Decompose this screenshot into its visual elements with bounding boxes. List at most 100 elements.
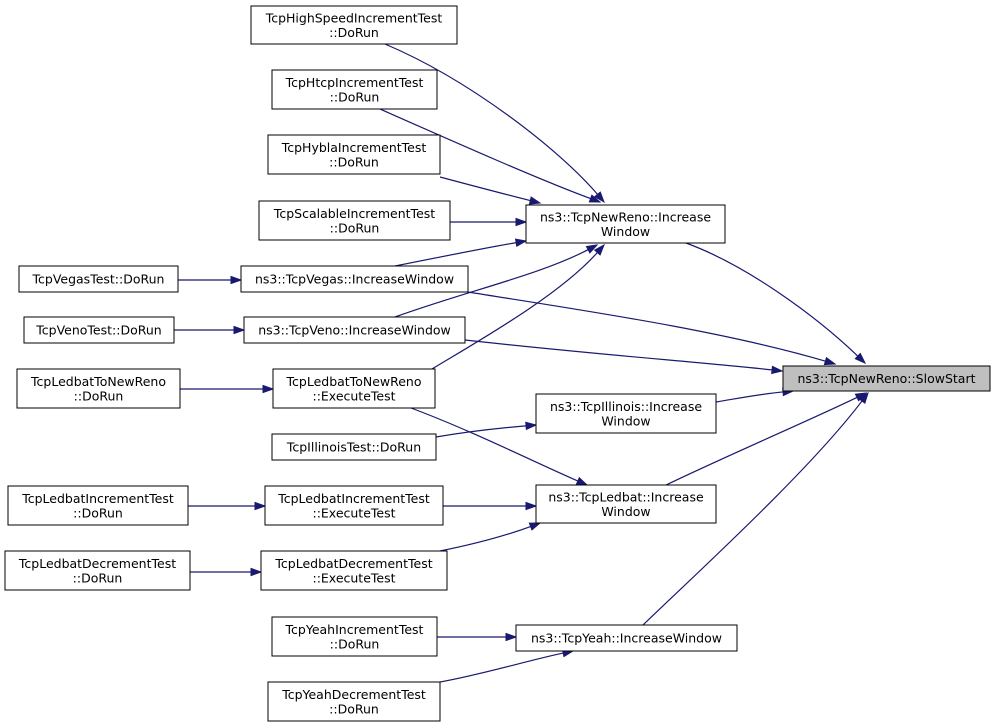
node-ledbat-dec-ex[interactable]: TcpLedbatDecrementTest::ExecuteTest: [260, 550, 448, 591]
nodes-layer: ns3::TcpNewReno::SlowStart ns3::TcpNewRen…: [4, 5, 991, 722]
node-label: TcpScalableIncrementTest: [273, 206, 435, 221]
node-veno-inc[interactable]: ns3::TcpVeno::IncreaseWindow: [243, 316, 466, 344]
edge-veno_inc-to-slowstart: [464, 339, 784, 375]
arrowhead-icon: [528, 522, 542, 531]
node-label: TcpYeahDecrementTest: [281, 687, 426, 702]
node-box: [782, 365, 991, 392]
node-slowstart: ns3::TcpNewReno::SlowStart: [782, 365, 991, 392]
edge-illinois_run-to-illinois_inc: [435, 421, 538, 438]
arrowhead-icon: [585, 244, 599, 254]
node-newreno-inc[interactable]: ns3::TcpNewReno::IncreaseWindow: [525, 204, 726, 244]
edge-line: [410, 407, 579, 482]
node-label: ::DoRun: [330, 220, 380, 235]
node-illinois-run[interactable]: TcpIllinoisTest::DoRun: [271, 433, 437, 461]
edge-line: [435, 425, 528, 438]
node-box: [4, 550, 191, 591]
node-label: ::DoRun: [330, 89, 380, 104]
edge-line: [685, 242, 859, 358]
edge-newreno_inc-to-slowstart: [685, 242, 867, 365]
arrowhead-icon: [515, 217, 528, 227]
edge-ledbat_newreno_run-to-ledbat_newreno_ex: [180, 384, 275, 394]
edge-ledbat_dec_run-to-ledbat_dec_ex: [189, 567, 263, 577]
edge-hybla_run-to-newreno_inc: [439, 176, 542, 205]
edge-veno_inc-to-newreno_inc: [394, 244, 599, 318]
node-box: [271, 69, 438, 110]
node-box: [272, 368, 436, 409]
edge-yeah_inc-to-slowstart: [642, 391, 869, 626]
arrowhead-icon: [593, 243, 605, 256]
node-box: [243, 316, 466, 344]
node-label: ns3::TcpNewReno::Increase: [540, 209, 711, 224]
node-box: [267, 681, 441, 722]
edge-line: [439, 652, 565, 683]
edge-ledbat_newreno_ex-to-newreno_inc: [431, 243, 605, 370]
edge-line: [467, 291, 827, 363]
node-box: [535, 393, 717, 434]
node-label: ::DoRun: [73, 570, 123, 585]
node-scalable-run[interactable]: TcpScalableIncrementTest::DoRun: [258, 200, 451, 241]
arrowhead-icon: [593, 191, 605, 204]
edge-highspeed_run-to-newreno_inc: [384, 43, 605, 204]
node-ledbat-newreno-run[interactable]: TcpLedbatToNewReno::DoRun: [16, 368, 181, 409]
node-label: ns3::TcpLedbat::Increase: [548, 489, 704, 504]
edges-layer: [174, 43, 869, 683]
node-box: [271, 433, 437, 461]
node-box: [18, 265, 179, 293]
node-box: [271, 616, 438, 657]
edge-line: [665, 396, 859, 486]
node-illinois-inc[interactable]: ns3::TcpIllinois::IncreaseWindow: [535, 393, 717, 434]
node-vegas-run[interactable]: TcpVegasTest::DoRun: [18, 265, 179, 293]
edge-ledbat_inc_run-to-ledbat_inc_ex: [188, 501, 267, 511]
node-ledbat-newreno-ex[interactable]: TcpLedbatToNewReno::ExecuteTest: [272, 368, 436, 409]
node-yeah-inc[interactable]: ns3::TcpYeah::IncreaseWindow: [515, 624, 738, 652]
node-yeah-inc-run[interactable]: TcpYeahIncrementTest::DoRun: [271, 616, 438, 657]
edge-yeah_dec_run-to-yeah_inc: [439, 648, 575, 683]
edge-line: [439, 525, 532, 552]
node-ledbat-inc-run[interactable]: TcpLedbatIncrementTest::DoRun: [7, 485, 189, 526]
node-label: Window: [601, 224, 650, 239]
node-hybla-run[interactable]: TcpHyblaIncrementTest::DoRun: [267, 134, 441, 175]
arrowhead-icon: [858, 391, 869, 404]
node-veno-run[interactable]: TcpVenoTest::DoRun: [23, 316, 175, 344]
node-label: TcpVegasTest::DoRun: [32, 272, 165, 287]
node-vegas-inc[interactable]: ns3::TcpVegas::IncreaseWindow: [240, 265, 469, 293]
node-label: ns3::TcpNewReno::SlowStart: [797, 371, 975, 386]
edge-htcp_run-to-newreno_inc: [379, 108, 602, 203]
node-box: [23, 316, 175, 344]
edge-veno_run-to-veno_inc: [174, 325, 246, 335]
edge-scalable_run-to-newreno_inc: [450, 217, 528, 227]
edge-line: [394, 248, 590, 318]
node-label: TcpLedbatIncrementTest: [21, 491, 174, 506]
node-label: ::DoRun: [329, 25, 379, 40]
node-box: [250, 5, 458, 45]
node-ledbat-inc-ex[interactable]: TcpLedbatIncrementTest::ExecuteTest: [264, 485, 444, 526]
node-ledbat-inc[interactable]: ns3::TcpLedbat::IncreaseWindow: [535, 484, 717, 524]
node-box: [535, 484, 717, 524]
node-label: ::DoRun: [329, 154, 379, 169]
arrowhead-icon: [505, 632, 518, 642]
node-highspeed-run[interactable]: TcpHighSpeedIncrementTest::DoRun: [250, 5, 458, 45]
arrowhead-icon: [575, 476, 589, 486]
node-box: [267, 134, 441, 175]
arrowhead-icon: [771, 365, 784, 375]
arrowhead-icon: [854, 352, 867, 365]
node-label: ::DoRun: [74, 388, 124, 403]
node-label: ::DoRun: [73, 505, 123, 520]
node-ledbat-dec-run[interactable]: TcpLedbatDecrementTest::DoRun: [4, 550, 191, 591]
node-label: TcpLedbatToNewReno: [30, 374, 166, 389]
node-label: TcpLedbatToNewReno: [286, 374, 422, 389]
edge-line: [384, 43, 599, 196]
edge-line: [439, 176, 532, 202]
node-htcp-run[interactable]: TcpHtcpIncrementTest::DoRun: [271, 69, 438, 110]
node-box: [16, 368, 181, 409]
node-box: [258, 200, 451, 241]
edge-ledbat_inc_ex-to-ledbat_inc: [443, 501, 538, 511]
edge-vegas_inc-to-slowstart: [467, 291, 837, 366]
node-yeah-dec-run[interactable]: TcpYeahDecrementTest::DoRun: [267, 681, 441, 722]
node-label: Window: [601, 413, 650, 428]
edge-line: [715, 391, 785, 403]
edge-line: [464, 339, 774, 371]
edge-line: [394, 241, 518, 267]
arrowhead-icon: [588, 194, 602, 203]
